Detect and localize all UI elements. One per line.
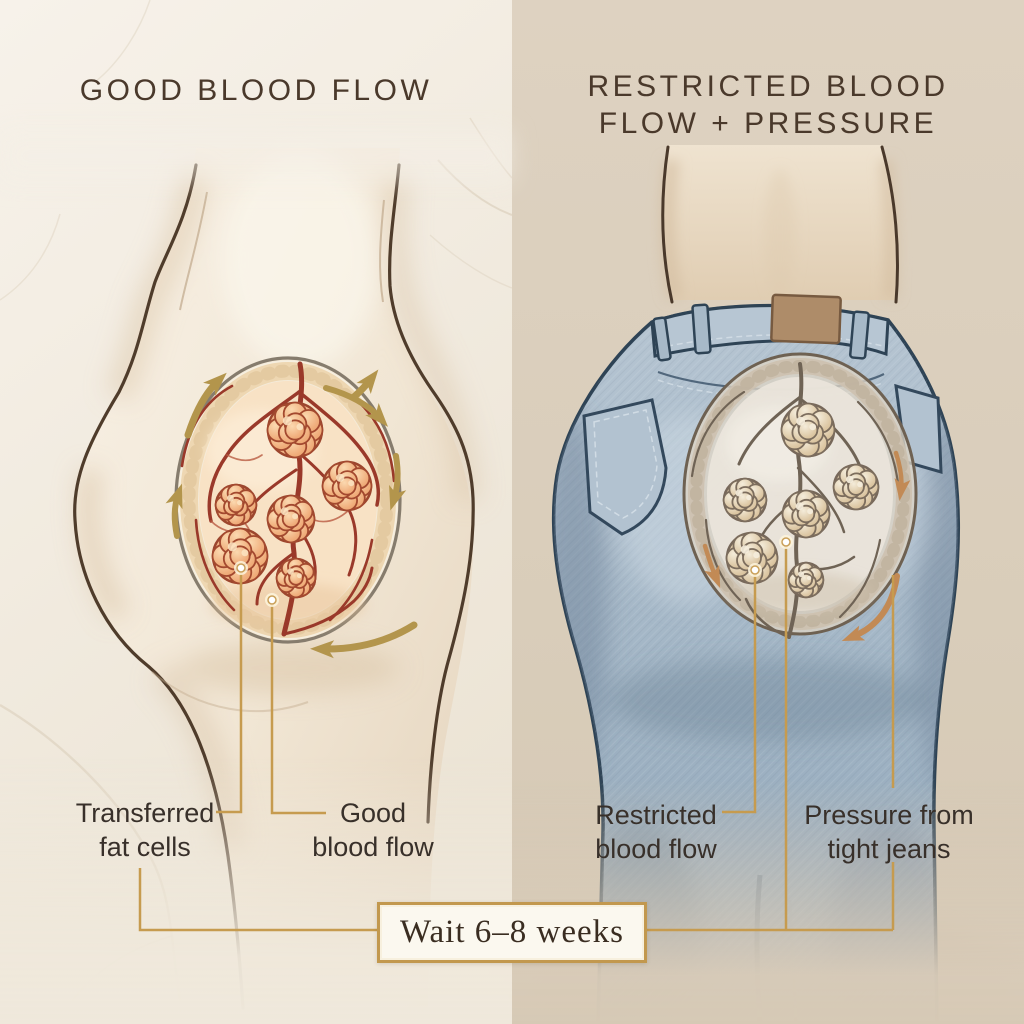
leader-dot [267,595,277,605]
circulation-arrows [165,369,418,659]
right-panel-title: RESTRICTED BLOOD FLOW + PRESSURE [512,68,1024,142]
leader-line-transferred-fat-cells [216,573,243,814]
leather-patch [770,293,842,345]
label-line: Pressure from [804,800,974,830]
leader-dot [781,537,791,547]
fat-cell [807,508,814,515]
fat-clusters-left [211,401,373,599]
right-torso-contours [661,145,899,304]
fat-cell [753,551,760,559]
pressure-arrow-icon [893,450,911,501]
fat-cell [227,494,234,502]
circulation-arrow-icon [165,483,183,539]
leader-line-good-blood-flow [270,605,326,815]
fat-cell [280,507,289,516]
jeans-pocket-left [582,398,668,536]
left-oval-inset [174,356,402,644]
fat-cell [806,575,812,581]
label-line: Restricted [595,800,717,830]
leader-dot [750,565,760,575]
leader-dots [234,535,793,607]
circulation-arrow-icon [310,621,418,659]
fat-cell [798,571,805,578]
circulation-arrow-icon [323,385,389,427]
fat-cell [796,416,806,426]
wait-callout-box: Wait 6–8 weeks [377,902,647,963]
left-figure-inner-lines [151,191,385,713]
label-restricted-blood-flow: Restricted blood flow [556,798,756,866]
jeans-waistband [650,293,890,362]
circulation-arrow-icon [184,372,227,439]
belt-loop [849,310,870,360]
label-line: Good [339,798,407,828]
label-line: tight jeans [827,834,951,864]
fat-cell [287,568,294,575]
label-line: fat cells [99,832,191,862]
leader-line-restricted-blood-flow [722,575,757,814]
label-line: blood flow [312,832,434,862]
left-figure-fade [0,756,512,1024]
fat-cell [740,545,750,554]
belt-loop [691,303,712,355]
fat-cell [746,494,752,501]
pressure-arrows [702,450,911,642]
label-pressure-from-tight-jeans: Pressure from tight jeans [789,798,989,866]
wait-callout-text: Wait 6–8 weeks [400,914,624,950]
fat-cell [241,549,249,557]
connector-left-to-callout [138,868,377,932]
label-line: Transferred [75,798,215,828]
fat-cell [296,573,302,579]
leader-lines [138,535,895,932]
right-oval-inset [682,352,918,639]
pressure-arrow-icon [841,573,900,642]
label-good-blood-flow: Good blood flow [273,796,473,864]
fat-cell [348,480,355,487]
fat-cell [227,542,237,552]
fat-cell [795,502,804,511]
left-panel-title: GOOD BLOOD FLOW [79,74,433,107]
fat-cell [282,416,292,426]
fat-cell [336,473,345,482]
fat-cell [735,489,743,497]
belt-loop [652,316,672,362]
fat-cell [809,423,817,431]
fat-cell [846,475,854,484]
fat-cell [296,423,304,431]
right-panel-title-line2: FLOW + PRESSURE [598,107,938,140]
fat-clusters-right [722,402,880,599]
fat-cell [237,500,243,506]
circulation-arrow-icon [350,369,379,401]
left-top-fade [0,130,512,182]
label-line: blood flow [595,834,717,864]
fat-cell [292,513,299,520]
leader-dot [236,563,246,573]
circulation-arrow-icon [389,453,407,511]
label-transferred-fat-cells: Transferred fat cells [35,796,255,864]
fat-cell [857,481,863,488]
right-panel-title-line1: RESTRICTED BLOOD [587,70,949,103]
pressure-arrow-icon [702,543,721,589]
